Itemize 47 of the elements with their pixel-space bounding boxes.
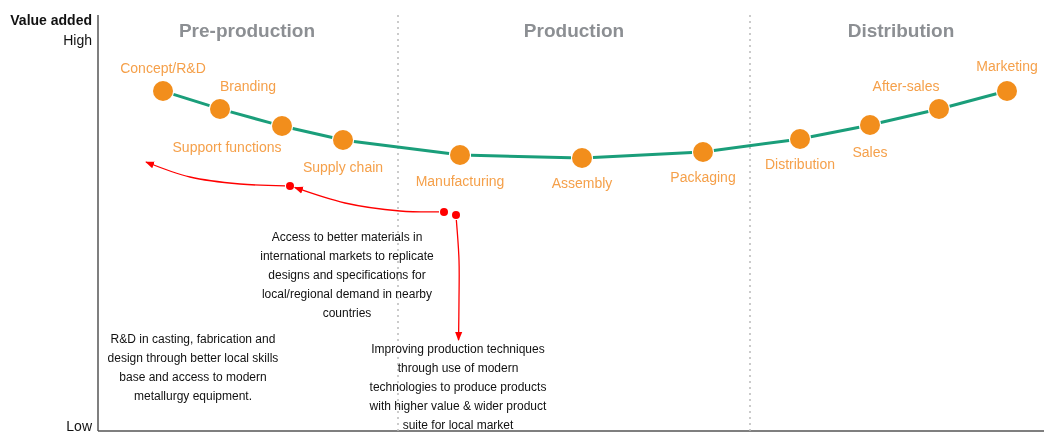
stage-dot [153, 81, 173, 101]
stage-dot [790, 129, 810, 149]
axis-label: High [63, 32, 92, 48]
stage-label: Marketing [976, 58, 1038, 74]
annotation-text: Improving production techniques through use of modern technologies to produce products with higher value & wider product suite for local market [368, 340, 548, 432]
stage-dot [272, 116, 292, 136]
stage-dot [997, 81, 1017, 101]
stage-label: Distribution [765, 156, 835, 172]
stage-dot [929, 99, 949, 119]
stage-dot [210, 99, 230, 119]
curve-segment [713, 138, 790, 153]
stage-dot [860, 115, 880, 135]
curve-segment [592, 151, 693, 159]
stage-label: Packaging [670, 169, 736, 185]
stage-label: Concept/R&D [120, 60, 206, 76]
curve-segment [353, 139, 450, 156]
curve-segment [880, 110, 929, 124]
stage-dot [333, 130, 353, 150]
stage-label: Sales [852, 144, 888, 160]
stage-label: Branding [220, 78, 276, 94]
curve-segment [230, 110, 272, 125]
stage-dot [450, 145, 470, 165]
stage-label: Support functions [172, 139, 282, 155]
start-dot [286, 182, 294, 190]
phase-heading: Distribution [847, 20, 955, 42]
curve-segment [470, 153, 572, 160]
stage-label: After-sales [872, 78, 940, 94]
stage-label: Manufacturing [415, 173, 505, 189]
arrow [145, 161, 286, 187]
curve-segment [173, 92, 210, 108]
axis-label: Low [66, 418, 92, 432]
stage-label: Supply chain [302, 159, 384, 175]
start-dot [440, 208, 448, 216]
phase-heading: Production [523, 20, 625, 42]
curve-segment [949, 92, 997, 108]
curve-segment [810, 125, 860, 139]
arrow [455, 219, 463, 341]
phase-heading: Pre-production [178, 20, 316, 42]
note-text: Access to better materials in international markets to replicate designs and specifications for local/regional demand in nearby countries [259, 229, 435, 322]
stage-dot [693, 142, 713, 162]
arrow [293, 186, 440, 213]
stage-label: Assembly [551, 175, 613, 191]
start-dot [452, 211, 460, 219]
stage-dot [572, 148, 592, 168]
axis-title: Value added [10, 12, 92, 28]
note-text: R&D in casting, fabrication and design through better local skills base and access to modern metallurgy equipment. [106, 331, 280, 405]
curve-segment [292, 127, 333, 139]
